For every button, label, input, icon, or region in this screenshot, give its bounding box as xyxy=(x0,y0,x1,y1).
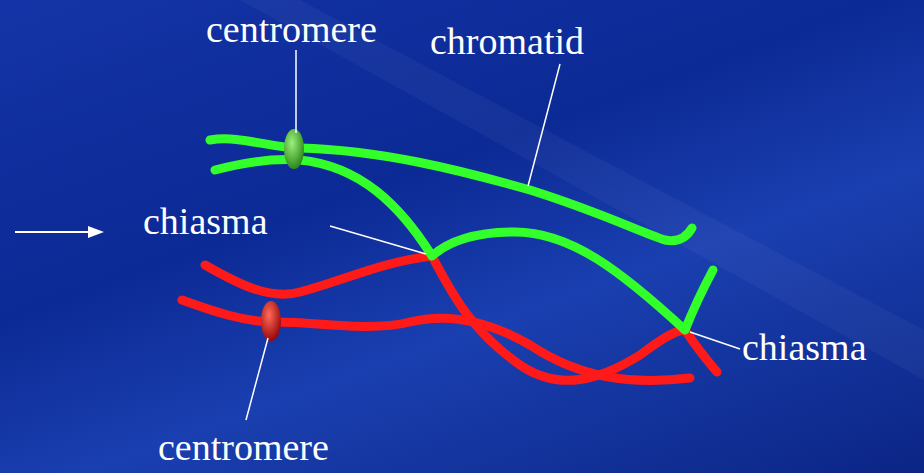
green-chromatid xyxy=(210,139,692,241)
leader-line xyxy=(690,332,740,349)
red-chromatid xyxy=(182,300,690,380)
pointer-arrow xyxy=(15,226,104,238)
leader-line xyxy=(295,50,297,133)
structure-label: centromere xyxy=(158,428,329,466)
red-centromere xyxy=(261,301,281,341)
structure-label: chiasma xyxy=(742,328,867,366)
leader-line xyxy=(330,226,426,254)
green-centromere xyxy=(284,129,304,169)
structure-label: centromere xyxy=(206,10,377,48)
structure-label: chiasma xyxy=(143,202,268,240)
green-chromatid xyxy=(215,159,713,330)
leader-line xyxy=(528,64,560,186)
structure-label: chromatid xyxy=(430,22,584,60)
leader-line xyxy=(246,338,268,420)
